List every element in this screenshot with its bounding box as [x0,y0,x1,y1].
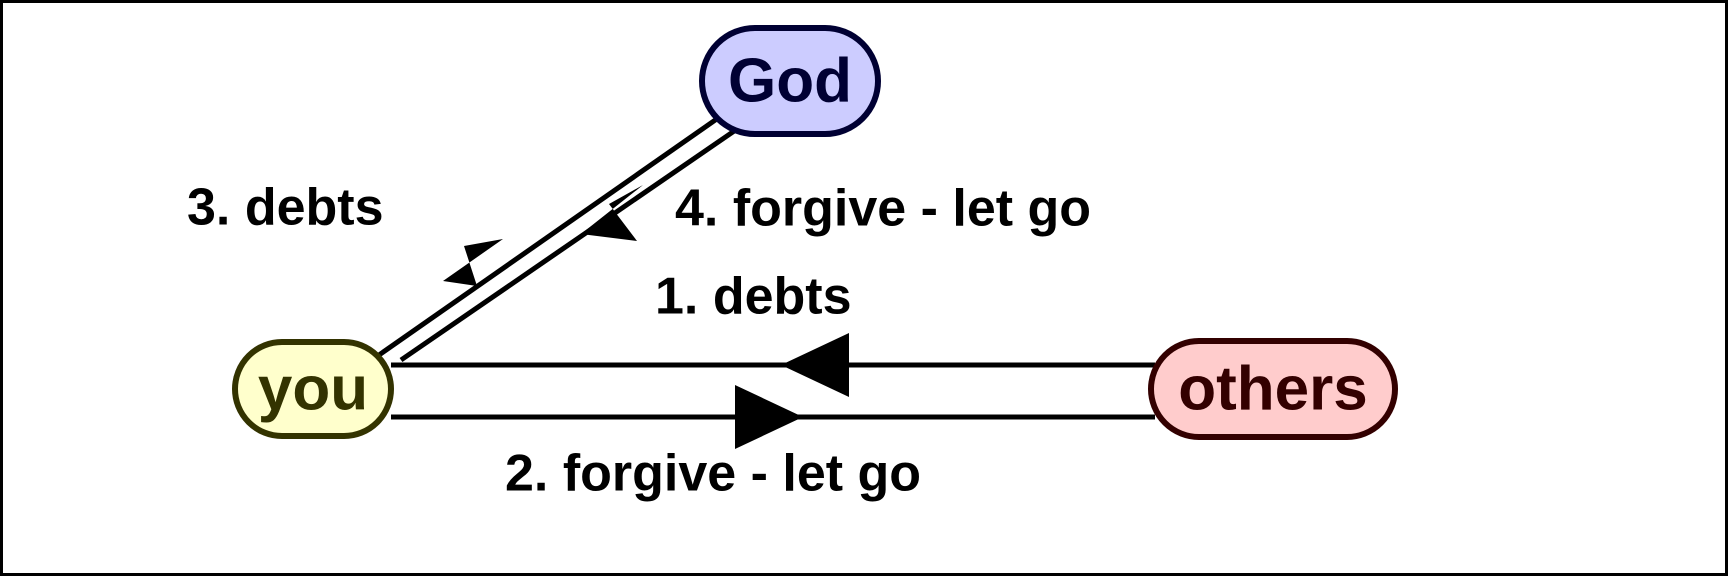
node-you[interactable]: you [232,339,394,439]
edge-2-forgive-group[interactable] [391,385,1155,449]
edge-1-debts-group[interactable] [391,333,1155,397]
edge-label-3: 3. debts [187,179,384,237]
edge-3-line [377,113,723,358]
edge-2-arrowhead-icon [735,385,803,449]
edge-1-arrowhead-icon [781,333,849,397]
edge-3-arrowhead-icon [443,239,503,286]
node-others[interactable]: others [1148,338,1398,440]
edge-3-debts-group[interactable] [377,113,723,358]
edge-label-2: 2. forgive - let go [505,445,921,503]
node-you-label: you [258,354,368,423]
edge-label-1: 1. debts [655,268,852,326]
edge-4-forgive-group[interactable] [399,122,745,363]
edge-label-4: 4. forgive - let go [675,180,1091,238]
node-others-label: others [1178,354,1367,423]
edge-4-line [399,122,745,363]
diagram-svg: 3. debts 4. forgive - let go 1. debts 2.… [187,25,1398,503]
node-god-label: God [728,46,852,115]
node-you-shape [232,339,394,439]
node-god[interactable]: God [699,25,881,137]
node-god-shape [699,25,881,137]
edge-4-arrowhead-icon [581,185,643,241]
node-others-shape [1148,338,1398,440]
